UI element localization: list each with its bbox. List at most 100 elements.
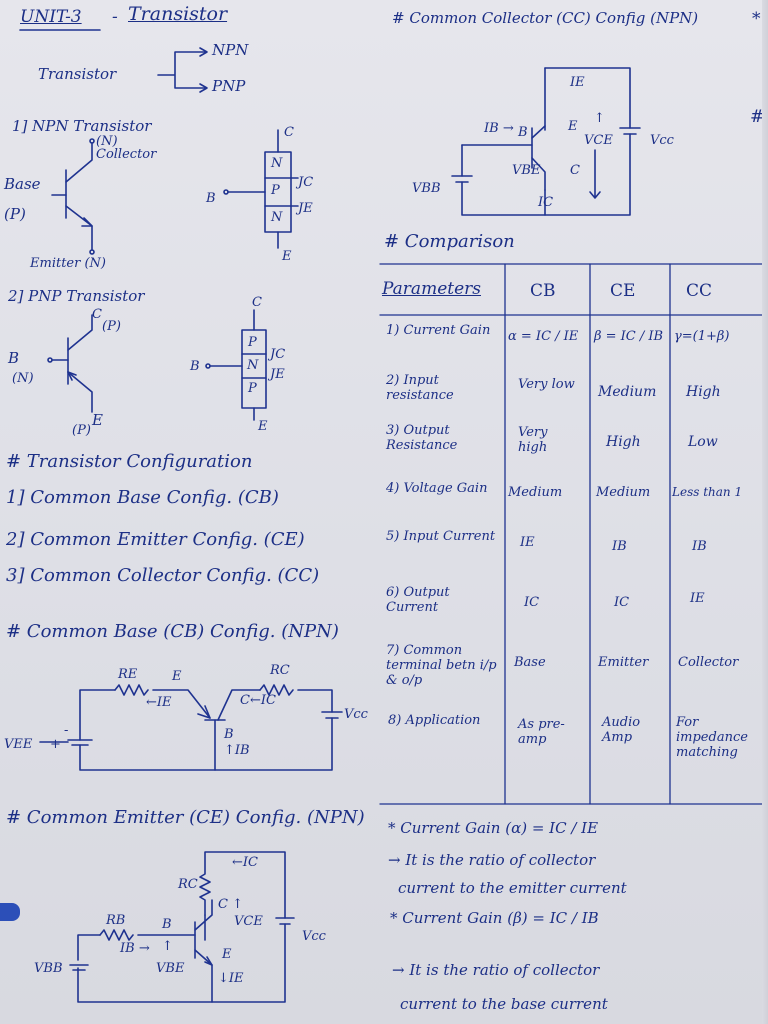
param-cell: 3) Output Resistance <box>386 423 458 453</box>
comparison-heading: # Comparison <box>384 231 515 252</box>
cb-circuit-diagram <box>39 684 343 771</box>
ce-circuit-diagram <box>69 851 295 1003</box>
cc-cell: Collector <box>678 655 739 670</box>
ce-cell: IB <box>612 539 627 554</box>
alpha-description-line2: current to the emitter current <box>398 879 627 897</box>
cc-up-arrow: ↑ <box>594 111 605 126</box>
npn-sym-e: E <box>282 249 292 264</box>
npn-transistor-symbol <box>51 138 95 255</box>
table-row: 2) Input resistance Very low Medium High <box>380 373 768 418</box>
param-cell: 2) Input resistance <box>386 373 454 403</box>
table-row: 5) Input Current IE IB IB <box>380 529 768 574</box>
npn-sym-n1: N <box>271 156 283 171</box>
cb-cell: Base <box>514 655 546 670</box>
ce-vbe-label: VBE <box>156 961 185 976</box>
param-cell: 7) Common terminal betn i/p & o/p <box>386 643 497 688</box>
table-header-cb: CB <box>530 281 556 301</box>
npn-sym-jc: JC <box>298 175 314 190</box>
config-item-ce: 2] Common Emitter Config. (CE) <box>6 529 305 550</box>
cb-rc-label: RC <box>270 663 290 678</box>
config-item-cb: 1] Common Base Config. (CB) <box>6 487 279 508</box>
npn-n-marker: (N) <box>96 134 118 149</box>
table-header-ce: CE <box>610 281 636 301</box>
cb-cell: Medium <box>508 485 563 500</box>
cc-c-label: C <box>570 163 580 178</box>
beta-description-line2: current to the base current <box>400 995 608 1013</box>
cc-circuit-diagram <box>451 67 641 216</box>
pnp-n: (N) <box>12 371 34 386</box>
cc-cell: IB <box>692 539 707 554</box>
ce-b-label: B <box>162 917 172 932</box>
corner-tab <box>0 903 20 921</box>
cc-e-label: E <box>568 119 578 134</box>
cb-e-label: E <box>172 669 182 684</box>
ce-vcc-label: Vcc <box>302 929 326 944</box>
table-row: 6) Output Current IC IC IE <box>380 585 768 630</box>
npn-block-symbol <box>223 129 299 249</box>
cc-heading: # Common Collector (CC) Config (NPN) <box>392 9 699 27</box>
beta-gain-formula: * Current Gain (β) = IC / IB <box>390 909 599 927</box>
ce-ib-label: IB → <box>120 941 150 956</box>
ce-cell: Emitter <box>598 655 649 670</box>
npn-sym-p: P <box>271 183 280 198</box>
cb-ie-label: ←IE <box>146 695 172 710</box>
cb-re-resistor <box>114 684 149 696</box>
cb-cell: IC <box>524 595 540 610</box>
cb-vcc-label: Vcc <box>344 707 368 722</box>
param-cell: 1) Current Gain <box>386 323 491 338</box>
cc-vbe-label: VBE <box>512 163 541 178</box>
pnp-transistor-symbol <box>47 314 93 413</box>
ce-vbb-label: VBB <box>34 961 63 976</box>
ce-up-arrow: ↑ <box>162 939 173 954</box>
cb-b-label: B <box>224 727 234 742</box>
cc-b-label: B <box>518 125 528 140</box>
cb-cell: Very high <box>518 425 548 455</box>
cc-ie-label: IE <box>570 75 585 90</box>
pnp-e-p: (P) <box>72 423 91 438</box>
cc-cell: Less than 1 <box>672 485 743 499</box>
param-cell: 4) Voltage Gain <box>386 481 488 496</box>
npn-emitter: Emitter (N) <box>30 256 106 271</box>
pnp-sym-c: C <box>252 295 262 310</box>
pnp-sym-je: JE <box>270 367 285 382</box>
cb-cell: α = IC / IE <box>508 329 579 344</box>
table-header-param: Parameters <box>382 279 481 299</box>
table-header-row: Parameters CB CE CC <box>380 278 768 318</box>
margin-star: * <box>752 9 761 29</box>
unit-label: UNIT-3 <box>20 7 82 27</box>
pnp-sym-p1: P <box>248 335 257 350</box>
page-edge-shadow <box>762 0 768 1024</box>
table-row: 3) Output Resistance Very high High Low <box>380 423 768 470</box>
pnp-sym-b: B <box>190 359 200 374</box>
ce-rb-label: RB <box>106 913 126 928</box>
table-row: 8) Application As pre-amp Audio Amp For … <box>380 713 768 794</box>
ce-e-label: E <box>222 947 232 962</box>
ce-ie-label: ↓IE <box>218 971 244 986</box>
alpha-gain-formula: * Current Gain (α) = IC / IE <box>388 819 599 837</box>
cc-cell: High <box>686 384 721 400</box>
cb-cell: IE <box>520 535 535 550</box>
cc-cell: Low <box>688 434 718 450</box>
pnp-heading: 2] PNP Transistor <box>8 287 145 305</box>
pnp-sym-p2: P <box>248 381 257 396</box>
cb-ic-label: C←IC <box>240 693 276 708</box>
cc-vcc-label: Vcc <box>650 133 674 148</box>
npn-sym-n2: N <box>271 210 283 225</box>
npn-collector: Collector <box>96 147 157 162</box>
npn-heading: 1] NPN Transistor <box>12 117 152 135</box>
table-row: 4) Voltage Gain Medium Medium Less than … <box>380 481 768 526</box>
intro-transistor: Transistor <box>38 65 117 83</box>
ce-cell: High <box>606 434 641 450</box>
config-heading: # Transistor Configuration <box>6 451 253 472</box>
npn-sym-je: JE <box>298 201 313 216</box>
pnp-c: C <box>92 307 102 322</box>
ce-vce-label: VCE <box>234 914 263 929</box>
ce-cell: IC <box>614 595 630 610</box>
cb-plus-label: + <box>50 737 61 752</box>
cc-cell: IE <box>690 591 705 606</box>
cc-ic-label: IC <box>538 195 554 210</box>
cb-re-label: RE <box>118 667 138 682</box>
comparison-table: Parameters CB CE CC 1) Current Gain α = … <box>380 264 768 804</box>
pnp-b: B <box>8 349 20 367</box>
cb-rc-resistor <box>259 684 294 696</box>
